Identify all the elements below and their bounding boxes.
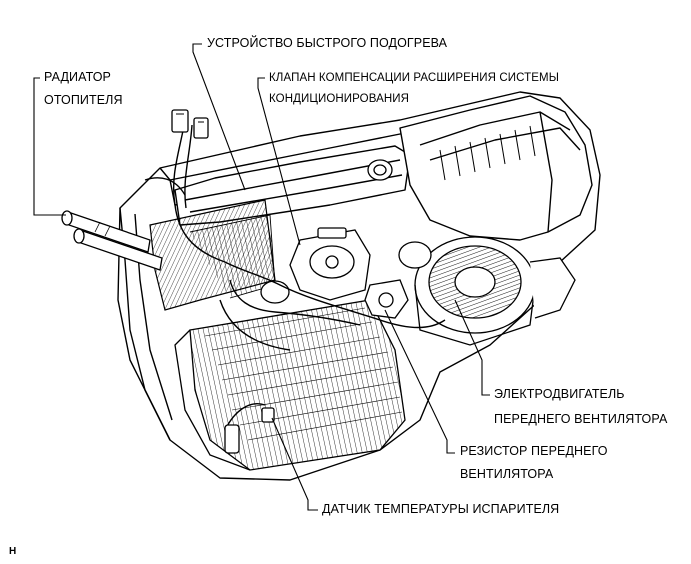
label-expansion-valve-line1: КЛАПАН КОМПЕНСАЦИИ РАСШИРЕНИЯ СИСТЕМЫ <box>269 72 560 84</box>
label-blower-motor-line1: ЭЛЕКТРОДВИГАТЕЛЬ <box>494 387 625 401</box>
connector-plugs <box>171 109 275 454</box>
label-expansion-valve-line2: КОНДИЦИОНИРОВАНИЯ <box>269 93 410 105</box>
blower-resistor <box>364 279 409 319</box>
label-heater-radiator-line1: РАДИАТОР <box>44 70 111 84</box>
evaporator-core <box>174 299 406 471</box>
label-blower-resistor-line2: ВЕНТИЛЯТОРА <box>460 467 554 481</box>
label-blower-motor-line2: ПЕРЕДНЕГО ВЕНТИЛЯТОРА <box>494 412 668 426</box>
wire-harness <box>144 119 446 431</box>
label-quick-heater: УСТРОЙСТВО БЫСТРОГО ПОДОГРЕВА <box>207 36 448 50</box>
label-evaporator-sensor: ДАТЧИК ТЕМПЕРАТУРЫ ИСПАРИТЕЛЯ <box>322 502 560 516</box>
heater-pipes <box>61 210 163 271</box>
corner-code: H <box>9 546 17 557</box>
leader-lines <box>33 43 490 511</box>
expansion-valve <box>289 227 371 301</box>
label-blower-resistor-line1: РЕЗИСТОР ПЕРЕДНЕГО <box>460 444 608 458</box>
blower-motor <box>414 236 576 346</box>
label-heater-radiator-line2: ОТОПИТЕЛЯ <box>44 93 123 107</box>
